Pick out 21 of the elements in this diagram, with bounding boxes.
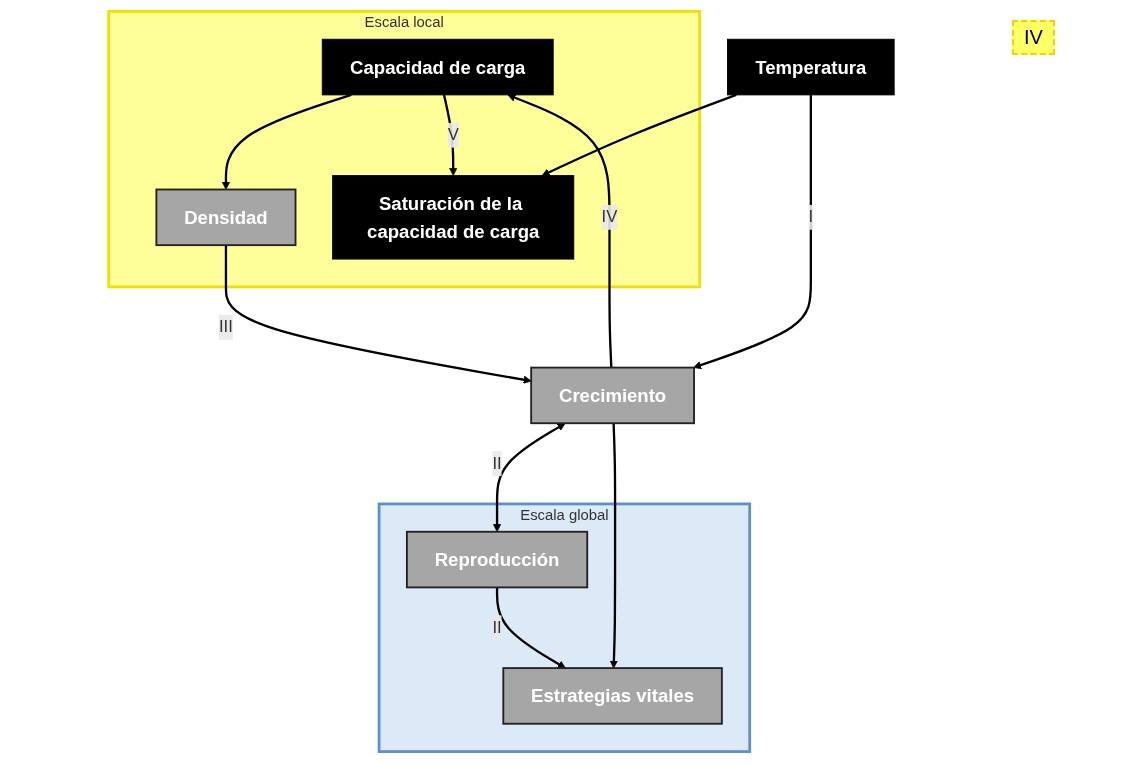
node-box: Capacidad de carga [321,38,554,96]
arrow [692,94,812,370]
node-box: Densidad [155,188,296,247]
arrow [495,587,566,669]
node-box: Temperatura [726,38,895,96]
node-box: Saturación de la capacidad de carga [331,175,574,260]
edge-label: IV [601,207,617,227]
note-tag: IV [1012,20,1055,55]
node-box: Crecimiento [529,366,695,425]
edge-label: III [218,317,233,337]
arrow [609,423,618,669]
edge-label: II [491,453,502,473]
arrow [541,93,737,177]
node-box: Reproducción [405,530,588,589]
arrow [221,93,352,190]
edge-label: II [491,618,502,637]
arrow [492,423,566,533]
edge-label: V [447,125,459,145]
edge-label: I [808,207,813,227]
arrow [507,93,613,368]
node-box: Estrategias vitales [501,667,723,725]
